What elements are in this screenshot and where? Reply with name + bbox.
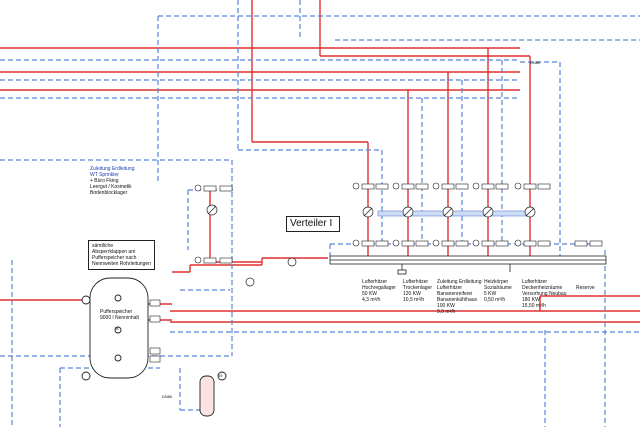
consumer-line: 9,0 m³/h	[437, 309, 456, 315]
consumer-line: Hochregallager	[362, 285, 396, 291]
consumer-line: 120 KW	[403, 291, 421, 297]
distributor-title-box	[286, 216, 340, 232]
consumer-line: 100 KW	[437, 303, 455, 309]
buffer-tank-label: Pufferspeicher 9000 l Nenninhalt	[100, 309, 139, 321]
consumer-label: Lufterhitzer Hochregallager 50 KW 4,3 m³…	[362, 279, 396, 303]
buffer-tank-line: 9000 l Nenninhalt	[100, 315, 139, 321]
pipe-label: DN80	[162, 394, 173, 399]
consumer-line: Zuleitung Erdleitung	[437, 279, 482, 285]
consumer-line: 15,50 m³/h	[522, 303, 546, 309]
left-note-line: + Büro Fking	[90, 178, 119, 184]
distributor-bar	[329, 255, 607, 275]
consumer-label: Lufterhitzer Trockenlager 120 KW 10,5 m³…	[403, 279, 432, 303]
consumer-label: Reserve	[576, 285, 595, 291]
consumer-line: Lufterhitzer	[522, 279, 548, 285]
supply-pipes	[0, 0, 640, 323]
consumer-line: Versorhung Neubau	[522, 291, 567, 297]
consumer-line: Reserve	[576, 285, 595, 291]
buffer-note-line: Pufferspeicher nach	[92, 255, 137, 261]
buffer-tank-line: Pufferspeicher	[100, 309, 133, 315]
consumer-line: Bananenreiferei	[437, 291, 473, 297]
valve-symbols	[149, 183, 603, 363]
left-note-line: Bodenblocklager	[90, 190, 128, 196]
left-note-line: Zuleitung Erdleitung	[90, 166, 135, 172]
distributor-title: Verteiler I	[290, 218, 333, 229]
consumer-label: Zuleitung Erdleitung Lufterhitzer Banane…	[437, 279, 481, 315]
consumer-line: 10,5 m³/h	[403, 297, 425, 303]
consumer-line: Deckenheizräume	[522, 285, 563, 291]
left-note-line: Leergut / Kosmetik	[90, 184, 132, 190]
consumer-line: Sozialräume	[484, 285, 512, 291]
consumer-label: Lufterhitzer Deckenheizräume Versorhung …	[522, 279, 566, 309]
consumer-line: 5 KW	[484, 291, 497, 297]
consumer-line: Trockenlager	[403, 285, 432, 291]
consumer-line: 0,50 m³/h	[484, 297, 506, 303]
consumer-line: Lufterhitzer	[403, 279, 429, 285]
pipe-label: DN80	[530, 60, 541, 65]
buffer-tank-tag: 18	[114, 326, 119, 331]
small-tank-tag: 19	[218, 373, 223, 378]
gauge-symbols	[194, 182, 522, 264]
buffer-note-line: sämtliche	[92, 243, 114, 249]
consumer-label: Heizkörper Sozialräume 5 KW 0,50 m³/h	[484, 279, 512, 303]
small-tank	[199, 371, 227, 417]
buffer-note-line: Nennweiten Rohrleitungen	[92, 261, 151, 267]
consumer-line: Bananenkühlhaus	[437, 297, 478, 303]
pump-symbols	[206, 204, 536, 287]
consumer-line: 180 KW	[522, 297, 540, 303]
buffer-note: sämtliche Absperrklappen am Pufferspeich…	[88, 240, 155, 270]
buffer-tank	[81, 277, 149, 381]
consumer-line: Lufterhitzer	[362, 279, 388, 285]
consumer-line: Lufterhitzer	[437, 285, 463, 291]
left-note: Zuleitung Erdleitung WT Sprinkler + Büro…	[90, 166, 134, 196]
consumer-line: 4,3 m³/h	[362, 297, 381, 303]
buffer-note-line: Absperrklappen am	[92, 249, 136, 255]
left-note-line: WT Sprinkler	[90, 172, 119, 178]
consumer-line: 50 KW	[362, 291, 378, 297]
consumer-line: Heizkörper	[484, 279, 509, 285]
